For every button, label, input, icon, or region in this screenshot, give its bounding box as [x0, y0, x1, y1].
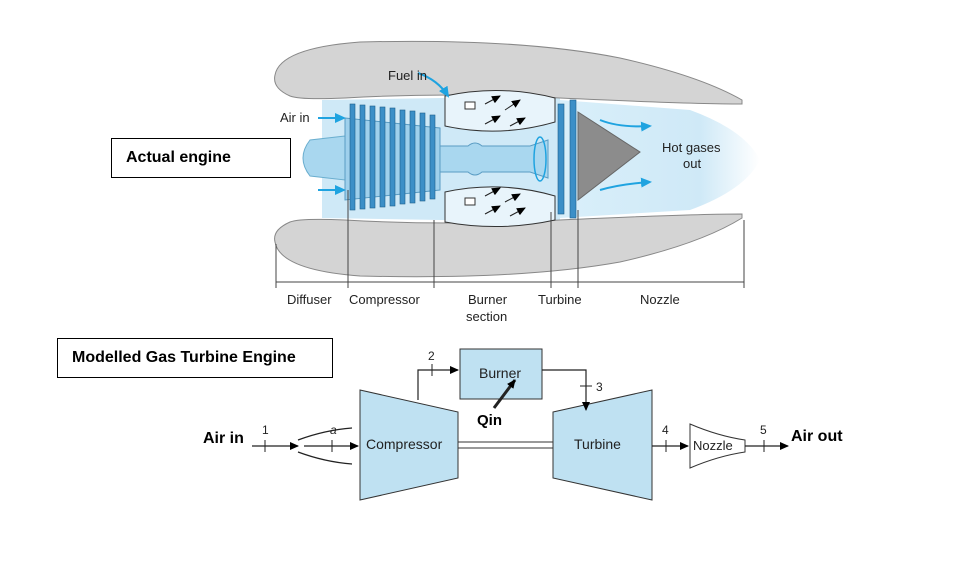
hot-gases-out-label: out — [683, 156, 701, 171]
section-dimension-lines — [275, 190, 745, 288]
compressor-blades — [349, 103, 436, 211]
qin-arrow — [492, 379, 517, 409]
air-in-label: Air in — [280, 110, 310, 125]
model-compressor-label: Compressor — [366, 436, 443, 452]
engine-shaft — [439, 139, 549, 179]
shaft-rotation-symbol — [533, 136, 547, 182]
diffuser-lower-line — [297, 451, 353, 465]
fuel-in-label: Fuel in — [388, 68, 427, 83]
section-compressor: Compressor — [349, 292, 420, 307]
model-compressor — [359, 389, 459, 501]
station-5: 5 — [760, 423, 767, 437]
flow-arrows — [318, 72, 652, 195]
lower-combustor — [444, 186, 556, 228]
station-4: 4 — [662, 423, 669, 437]
model-diagram — [252, 348, 789, 501]
actual-engine-illustration — [274, 40, 760, 288]
upper-combustor — [444, 89, 556, 132]
model-air-in-label: Air in — [203, 430, 244, 447]
combustion-arrows — [484, 95, 526, 217]
station-a: a — [330, 423, 337, 437]
model-title: Modelled Gas Turbine Engine — [57, 338, 333, 378]
model-nozzle — [689, 423, 746, 469]
nose-cone — [302, 135, 346, 181]
station-3: 3 — [596, 380, 603, 394]
model-qin-label: Qin — [477, 412, 502, 429]
burner-to-turbine-line — [542, 369, 590, 411]
station-1: 1 — [262, 423, 269, 437]
model-burner-label: Burner — [479, 365, 521, 381]
model-shaft — [458, 441, 553, 449]
section-turbine: Turbine — [538, 292, 582, 307]
model-turbine-label: Turbine — [574, 436, 621, 452]
upper-casing — [274, 40, 743, 105]
lower-casing — [274, 213, 743, 278]
lower-fuel-injector — [464, 197, 476, 206]
exhaust-cone — [577, 111, 641, 202]
diffuser-upper-line — [297, 427, 353, 441]
hot-gases-label: Hot gases — [662, 140, 721, 155]
compressor-to-burner-line — [417, 366, 459, 400]
section-burner-2: section — [466, 309, 507, 324]
station-2: 2 — [428, 349, 435, 363]
turbine-blades — [557, 99, 577, 219]
exhaust-plume — [560, 100, 760, 218]
upper-fuel-injector — [464, 101, 476, 110]
model-burner — [459, 348, 543, 400]
model-turbine — [552, 389, 653, 501]
section-nozzle: Nozzle — [640, 292, 680, 307]
actual-engine-title: Actual engine — [111, 138, 291, 178]
model-air-out-label: Air out — [791, 428, 843, 445]
model-nozzle-label: Nozzle — [693, 438, 733, 453]
section-burner: Burner — [468, 292, 508, 307]
section-diffuser: Diffuser — [287, 292, 332, 307]
